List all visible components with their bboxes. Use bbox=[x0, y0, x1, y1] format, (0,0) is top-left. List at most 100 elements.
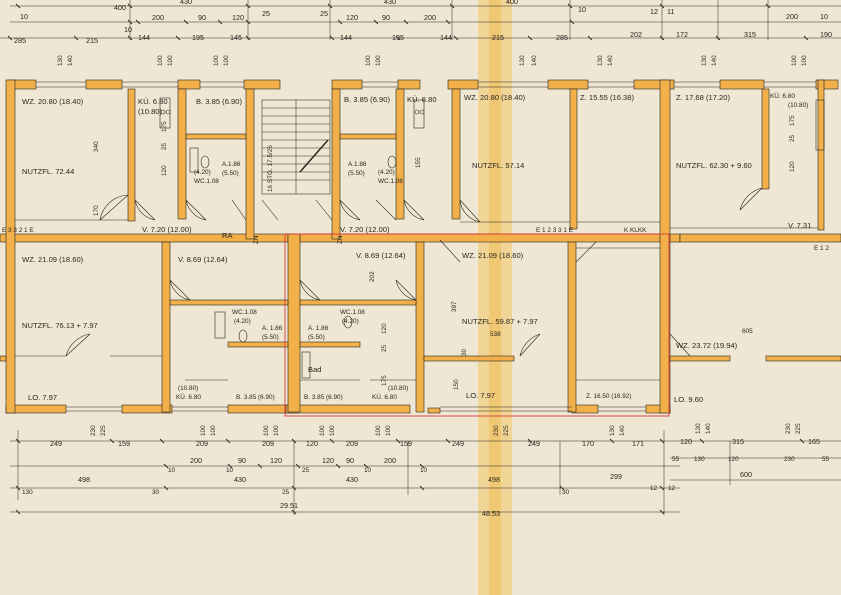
dimension-label: 171 bbox=[632, 439, 644, 448]
dimension-label: 215 bbox=[492, 33, 504, 42]
room-label: K KLKK bbox=[624, 227, 647, 234]
dimension-label: 30 bbox=[461, 348, 468, 356]
total-dimension: 29.51 bbox=[280, 501, 298, 510]
room-label: WZ. 20.80 (18.40) bbox=[22, 97, 84, 106]
dimension-label: 225 bbox=[100, 425, 107, 436]
dimension-label: 120 bbox=[789, 161, 796, 172]
walls bbox=[0, 79, 841, 414]
room-label: B. 3.85 (6.90) bbox=[236, 394, 275, 401]
dimension-label: 315 bbox=[732, 437, 744, 446]
dimension-label: 10 bbox=[578, 5, 586, 14]
room-label: Bad bbox=[308, 365, 322, 374]
dimension-label: 130 bbox=[694, 456, 705, 463]
dimension-label: 498 bbox=[78, 475, 90, 484]
dimension-label: 140 bbox=[619, 425, 626, 436]
dimension-label: 30 bbox=[152, 489, 160, 496]
dimension-label: 195 bbox=[392, 33, 404, 42]
room-label: ZN bbox=[253, 235, 260, 244]
room-label: LO. 7.97 bbox=[466, 391, 495, 400]
dimension-label: 120 bbox=[381, 323, 388, 334]
room-label: B. 3.85 (6.90) bbox=[344, 95, 390, 104]
room-label: KÜ. 6.80 bbox=[372, 393, 397, 401]
room-label: B. 3.85 (6.90) bbox=[304, 394, 343, 401]
dimension-label: 144 bbox=[138, 33, 150, 42]
room-label: V. 7.20 (12.00) bbox=[340, 225, 390, 234]
dimension-label: 145 bbox=[230, 33, 242, 42]
highlight-frame bbox=[284, 233, 670, 417]
dimension-lines bbox=[0, 0, 841, 515]
dimension-label: 299 bbox=[610, 472, 622, 481]
dimension-label: 140 bbox=[607, 55, 614, 66]
dimension-label: 430 bbox=[180, 0, 192, 6]
dimension-label: 100 bbox=[223, 55, 230, 66]
room-label: B. 3.85 (6.90) bbox=[196, 97, 242, 106]
room-label: NUTZFL. 59.87 + 7.97 bbox=[462, 317, 538, 326]
dimension-label: 498 bbox=[488, 475, 500, 484]
dimension-label: 172 bbox=[676, 30, 688, 39]
stairwell bbox=[261, 99, 333, 221]
dimension-label: 249 bbox=[528, 439, 540, 448]
dimension-label: 249 bbox=[50, 439, 62, 448]
dimension-label: 170 bbox=[93, 205, 100, 216]
dimension-label: 10 bbox=[20, 12, 28, 21]
dimension-label: 55 bbox=[672, 456, 680, 463]
dimensions-top: 400 430 25 25 430 400 12 11 200 10 10 20… bbox=[14, 0, 832, 66]
dimension-label: 25 bbox=[282, 489, 290, 496]
dimension-label: 130 bbox=[57, 55, 64, 66]
room-label: NUTZFL. 57.14 bbox=[472, 161, 524, 170]
sanitary-fixtures bbox=[159, 97, 825, 379]
dimensions-interior: 340 170 120 25 175 155 202 397 120 25 17… bbox=[93, 115, 796, 390]
stair-label: 16 STG. 17.5/26 bbox=[267, 145, 274, 192]
dimension-label: 170 bbox=[582, 439, 594, 448]
dimension-label: 130 bbox=[597, 55, 604, 66]
room-label: WZ. 23.72 (19.94) bbox=[676, 341, 738, 350]
dimension-label: 25 bbox=[262, 9, 270, 18]
dimension-label: 120 bbox=[728, 456, 739, 463]
room-labels: WZ. 20.80 (18.40) KÜ. 6.80 (10.80) B. 3.… bbox=[2, 92, 829, 404]
dimension-label: 600 bbox=[740, 470, 752, 479]
dimension-label: 230 bbox=[785, 423, 792, 434]
room-label: (5.50) bbox=[222, 170, 239, 177]
dimension-label: 144 bbox=[440, 33, 452, 42]
dimension-label: 200 bbox=[152, 13, 164, 22]
windows bbox=[36, 81, 816, 412]
dimension-label: 200 bbox=[786, 12, 798, 21]
dimensions-bottom: 249 159 209 209 120 209 159 249 249 170 … bbox=[22, 423, 830, 518]
room-label: KÜ. 6.80 bbox=[176, 393, 201, 401]
dimension-label: 538 bbox=[490, 331, 501, 338]
dimension-label: 150 bbox=[453, 379, 460, 390]
room-label: WC.1.08 bbox=[378, 178, 403, 185]
dimension-label: 12 bbox=[650, 485, 658, 492]
dimension-label: 315 bbox=[744, 30, 756, 39]
room-label: (10.80) bbox=[178, 385, 198, 392]
dimension-label: 130 bbox=[701, 55, 708, 66]
room-label: (4.20) bbox=[342, 318, 359, 325]
room-label: (4.20) bbox=[194, 169, 211, 176]
room-label: KÜ. 6.80 bbox=[138, 97, 168, 106]
dimension-label: 120 bbox=[306, 439, 318, 448]
dimension-label: 200 bbox=[190, 456, 202, 465]
room-label: LO. 9.60 bbox=[674, 395, 703, 404]
dimension-label: 202 bbox=[369, 271, 376, 282]
dimension-label: 10 bbox=[364, 467, 372, 474]
room-label: A. 1.86 bbox=[308, 325, 329, 332]
dimension-label: 209 bbox=[346, 439, 358, 448]
dimension-label: 100 bbox=[167, 55, 174, 66]
room-label: (5.50) bbox=[308, 334, 325, 341]
dimension-label: 100 bbox=[375, 425, 382, 436]
dimension-label: 100 bbox=[157, 55, 164, 66]
dimension-label: 10 bbox=[420, 467, 428, 474]
dimension-label: 130 bbox=[695, 423, 702, 434]
dimension-label: 200 bbox=[424, 13, 436, 22]
room-label: RA bbox=[222, 231, 233, 240]
room-label: Z. 16.50 (16.92) bbox=[586, 393, 631, 400]
dimension-label: 10 bbox=[124, 25, 132, 34]
dimension-label: 25 bbox=[320, 9, 328, 18]
room-label: (10.80) bbox=[388, 385, 408, 392]
room-label: WZ. 21.09 (18.60) bbox=[462, 251, 524, 260]
dimension-label: 175 bbox=[789, 115, 796, 126]
door-swings bbox=[65, 187, 763, 357]
dimension-label: 25 bbox=[789, 134, 796, 142]
room-label: WC.1.08 bbox=[232, 309, 257, 316]
dimension-label: 25 bbox=[302, 467, 310, 474]
